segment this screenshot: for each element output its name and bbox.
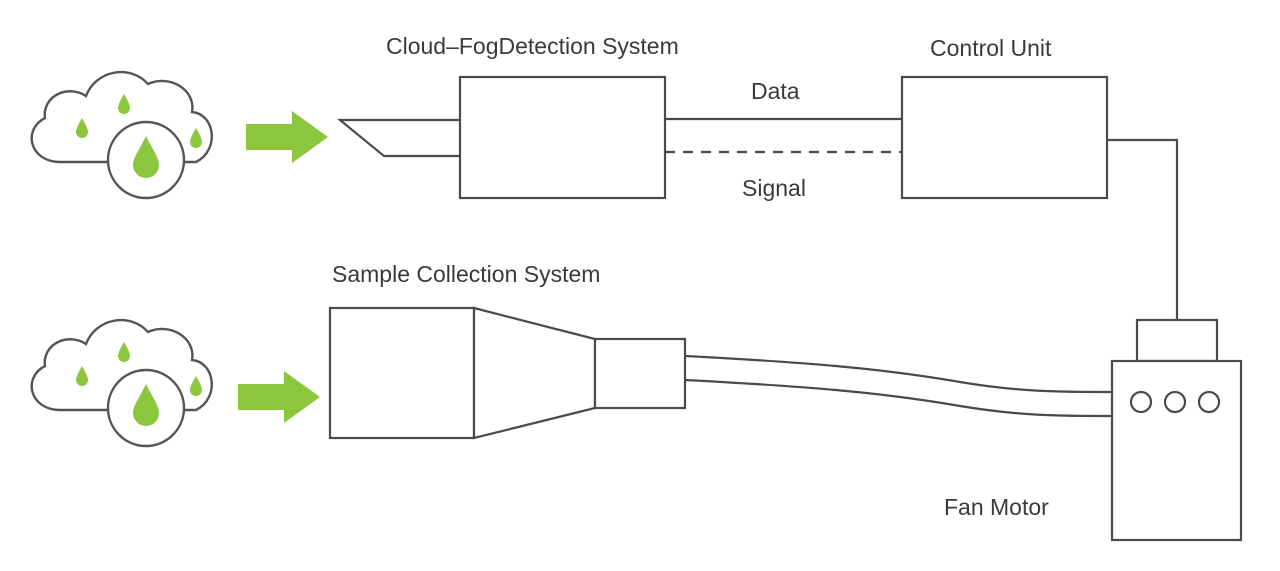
sample-collection-label: Sample Collection System <box>332 261 600 287</box>
fan-knob-3 <box>1197 390 1221 414</box>
arrow-right-icon-top <box>246 111 328 163</box>
fan-motor-box <box>1110 359 1243 542</box>
data-label: Data <box>751 78 800 104</box>
fog-detection-label: Cloud–FogDetection System <box>386 33 679 59</box>
sample-collector-neck <box>593 337 687 410</box>
cloud-droplet-icon-bottom <box>30 318 213 448</box>
sample-collector-body <box>328 306 476 440</box>
fan-knob-2 <box>1163 390 1187 414</box>
fog-detection-box <box>458 75 667 200</box>
cloud-droplet-icon-top <box>30 70 213 200</box>
control-to-fan-wire <box>1107 138 1179 320</box>
sample-collector-funnel <box>472 306 597 440</box>
fan-knob-1 <box>1129 390 1153 414</box>
fog-inlet-nozzle <box>336 118 460 158</box>
duct-upper-line <box>684 354 1113 394</box>
control-unit-box <box>900 75 1109 200</box>
arrow-right-icon-bottom <box>238 371 320 423</box>
signal-label: Signal <box>742 175 806 201</box>
control-unit-label: Control Unit <box>930 35 1052 61</box>
fan-motor-top-block <box>1135 318 1219 363</box>
fan-motor-label: Fan Motor <box>944 494 1049 520</box>
duct-lower-line <box>684 378 1113 418</box>
